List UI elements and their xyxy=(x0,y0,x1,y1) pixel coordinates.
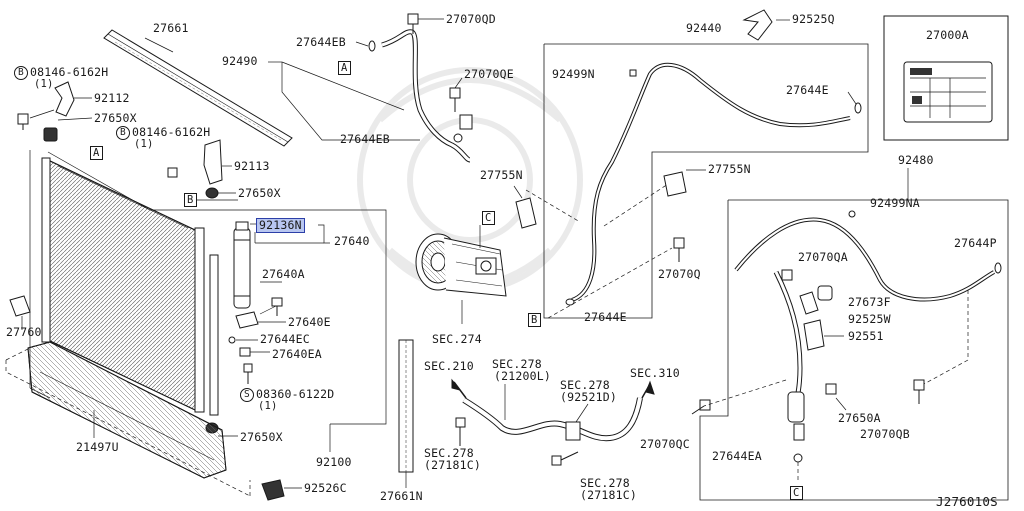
part-27673f: 27673F xyxy=(848,295,891,309)
part-08360-qty: (1) xyxy=(258,400,278,412)
part-92525q: 92525Q xyxy=(792,12,835,26)
part-08146-b-qty: (1) xyxy=(134,138,154,150)
sec-278-c: SEC.278 xyxy=(424,446,474,460)
part-92490: 92490 xyxy=(222,54,258,68)
part-27070qe: 27070QE xyxy=(464,67,514,81)
part-27640e: 27640E xyxy=(288,315,331,329)
part-27650x-c: 27650X xyxy=(240,430,283,444)
part-92112: 92112 xyxy=(94,91,130,105)
diagram-code: J276010S xyxy=(936,494,998,509)
sec-210: SEC.210 xyxy=(424,359,474,373)
sec-278-d: SEC.278 xyxy=(580,476,630,490)
part-92136n-highlighted[interactable]: 92136N xyxy=(256,218,305,233)
part-92551: 92551 xyxy=(848,329,884,343)
part-08146-a-qty: (1) xyxy=(34,78,54,90)
condenser-core xyxy=(41,157,219,416)
part-27650a: 27650A xyxy=(838,411,881,425)
air-guide-21497u xyxy=(27,341,227,479)
sec-278-a: SEC.278 xyxy=(492,357,542,371)
part-27640: 27640 xyxy=(334,234,370,248)
seal-bar-27661 xyxy=(103,29,293,147)
sec-278-c-sub: (27181C) xyxy=(424,458,481,472)
ref-c-box: C xyxy=(482,211,495,225)
ref-c-box-2: C xyxy=(790,486,803,500)
part-27070qb: 27070QB xyxy=(860,427,910,441)
sec-274: SEC.274 xyxy=(432,332,482,346)
part-08360: 08360-6122D xyxy=(256,387,335,401)
sec-310: SEC.310 xyxy=(630,366,680,380)
receiver-drier-27640 xyxy=(233,221,251,309)
part-08146-b: 08146-6162H xyxy=(132,125,211,139)
ref-b-circle: B xyxy=(14,66,28,80)
part-92480: 92480 xyxy=(898,153,934,167)
part-27650x-b: 27650X xyxy=(238,186,281,200)
part-27661: 27661 xyxy=(153,21,189,35)
ref-b-box-2: B xyxy=(528,313,541,327)
sec-278-a-sub: (21200L) xyxy=(494,369,551,383)
bracket-92113 xyxy=(167,139,223,185)
ref-a-box-2: A xyxy=(338,61,351,75)
part-27644eb-b: 27644EB xyxy=(340,132,390,146)
sec-278-b-sub: (92521D) xyxy=(560,390,617,404)
hose-92490 xyxy=(381,29,473,163)
part-21497u: 21497U xyxy=(76,440,119,454)
ref-a-box: A xyxy=(90,146,103,160)
sec-278-b: SEC.278 xyxy=(560,378,610,392)
part-27661n: 27661N xyxy=(380,489,423,503)
part-27644ec: 27644EC xyxy=(260,332,310,346)
part-92440: 92440 xyxy=(686,21,722,35)
part-27644e-a: 27644E xyxy=(786,83,829,97)
compressor xyxy=(415,233,507,297)
bracket-92112 xyxy=(17,81,75,130)
hose-sec-278 xyxy=(462,397,643,442)
part-27640ea: 27640EA xyxy=(272,347,322,361)
part-27644eb-a: 27644EB xyxy=(296,35,346,49)
part-92499n: 92499N xyxy=(552,67,595,81)
part-27755n-a: 27755N xyxy=(480,168,523,182)
part-08146-a: 08146-6162H xyxy=(30,65,109,79)
ref-b-circle-2: B xyxy=(116,126,130,140)
part-27070q: 27070Q xyxy=(658,267,701,281)
part-27070qd: 27070QD xyxy=(446,12,496,26)
part-27760: 27760 xyxy=(6,325,42,339)
part-92113: 92113 xyxy=(234,159,270,173)
part-27070qa: 27070QA xyxy=(798,250,848,264)
part-92526c: 92526C xyxy=(304,481,347,495)
part-92499na: 92499NA xyxy=(870,196,920,210)
part-27644e-b: 27644E xyxy=(584,310,627,324)
seal-27661n xyxy=(398,339,414,473)
pipe-92440 xyxy=(571,62,851,302)
part-27644p: 27644P xyxy=(954,236,997,250)
ref-s-circle: S xyxy=(240,388,254,402)
part-27755n-b: 27755N xyxy=(708,162,751,176)
ref-b-box: B xyxy=(184,193,197,207)
part-92525w: 92525W xyxy=(848,312,891,326)
sec-278-d-sub: (27181C) xyxy=(580,488,637,502)
part-27000a: 27000A xyxy=(926,28,969,42)
part-27640a: 27640A xyxy=(262,267,305,281)
hose-92480 xyxy=(734,217,995,441)
part-27070qc: 27070QC xyxy=(640,437,690,451)
part-27644ea: 27644EA xyxy=(712,449,762,463)
part-27650x-a: 27650X xyxy=(94,111,137,125)
part-92100: 92100 xyxy=(316,455,352,469)
